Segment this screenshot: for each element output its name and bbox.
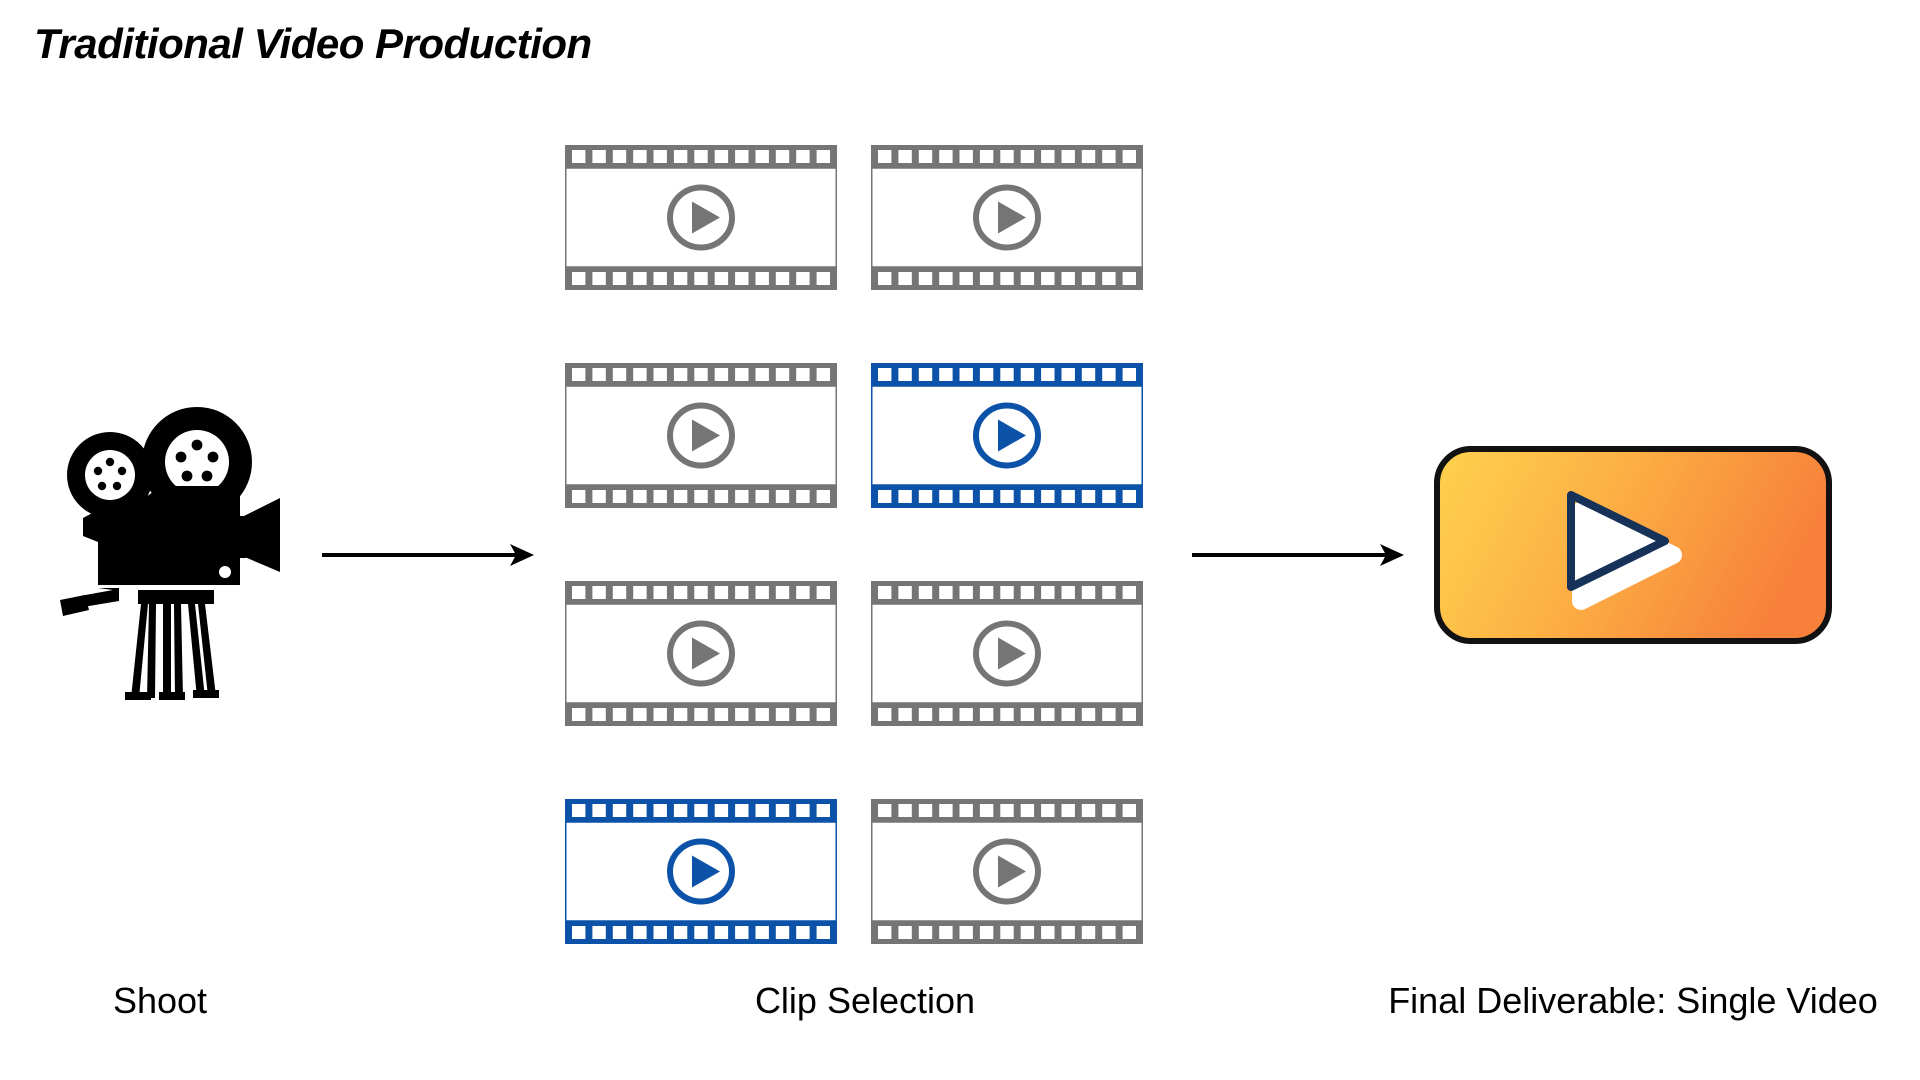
play-button-icon bbox=[667, 402, 735, 469]
video-thumbnail-play-icon bbox=[1434, 446, 1832, 644]
stage-clip-selection bbox=[565, 145, 1165, 945]
film-strip-icon bbox=[871, 145, 1143, 290]
clip-3-selected[interactable] bbox=[871, 363, 1143, 508]
clip-5-unselected[interactable] bbox=[871, 581, 1143, 726]
clip-2-unselected[interactable] bbox=[565, 363, 837, 508]
movie-camera-icon bbox=[60, 407, 280, 700]
clip-6-selected[interactable] bbox=[565, 799, 837, 944]
play-button-icon bbox=[973, 184, 1041, 251]
stage-label-shoot: Shoot bbox=[112, 980, 208, 1021]
film-strip-icon bbox=[871, 799, 1143, 944]
stage-label-clip-selection: Clip Selection bbox=[754, 980, 976, 1021]
arrow-right-icon bbox=[322, 544, 534, 566]
film-strip-icon bbox=[565, 145, 837, 290]
stage-shoot bbox=[30, 400, 290, 700]
stage-final-deliverable bbox=[1433, 445, 1833, 645]
arrow-clips-to-final bbox=[1190, 525, 1410, 585]
arrow-shoot-to-clips bbox=[320, 525, 540, 585]
film-strip-icon bbox=[565, 581, 837, 726]
clip-7-unselected[interactable] bbox=[871, 799, 1143, 944]
play-button-icon bbox=[973, 402, 1041, 469]
film-strip-icon bbox=[871, 581, 1143, 726]
film-strip-icon bbox=[871, 363, 1143, 508]
play-button-icon bbox=[667, 838, 735, 905]
clip-1-unselected[interactable] bbox=[871, 145, 1143, 290]
film-strip-icon bbox=[565, 363, 837, 508]
clip-0-unselected[interactable] bbox=[565, 145, 837, 290]
play-button-icon bbox=[667, 184, 735, 251]
page-title: Traditional Video Production bbox=[34, 20, 592, 67]
play-button-icon bbox=[973, 620, 1041, 687]
play-button-icon bbox=[973, 838, 1041, 905]
clip-4-unselected[interactable] bbox=[565, 581, 837, 726]
arrow-right-icon bbox=[1192, 544, 1404, 566]
stage-label-final-deliverable: Final Deliverable: Single Video bbox=[1388, 980, 1878, 1021]
film-strip-icon bbox=[565, 799, 837, 944]
play-button-icon bbox=[667, 620, 735, 687]
